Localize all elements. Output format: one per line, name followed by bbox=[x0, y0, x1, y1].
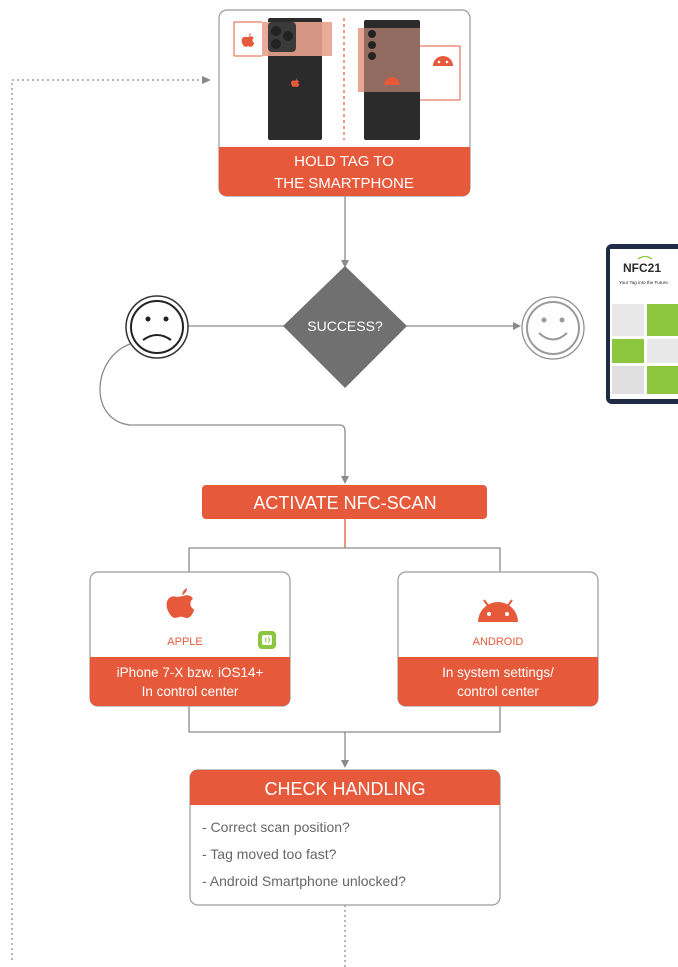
split-bracket bbox=[188, 547, 501, 572]
apple-icon bbox=[166, 588, 195, 618]
android-line-2: control center bbox=[457, 684, 539, 699]
tablet-logo: NFC21 bbox=[623, 261, 661, 275]
apple-title: APPLE bbox=[167, 636, 202, 648]
hold-box-line-2: THE SMARTPHONE bbox=[274, 175, 414, 192]
sad-face-icon bbox=[125, 295, 189, 359]
apple-icon bbox=[241, 33, 255, 47]
android-line-1: In system settings/ bbox=[442, 665, 554, 680]
check-handling-box: CHECK HANDLING - Correct scan position? … bbox=[189, 769, 501, 906]
arrowhead-check bbox=[341, 760, 349, 768]
android-phone-illustration bbox=[358, 20, 461, 140]
android-title: ANDROID bbox=[473, 636, 524, 648]
check-item-2: - Tag moved too fast? bbox=[202, 846, 337, 862]
connector-sad-to-activate bbox=[99, 343, 346, 478]
happy-face-icon bbox=[521, 296, 585, 360]
arrowhead-activate bbox=[341, 476, 349, 484]
loop-back-arrowhead bbox=[202, 76, 211, 84]
apple-line-1: iPhone 7-X bzw. iOS14+ bbox=[117, 665, 264, 680]
apple-line-2: In control center bbox=[142, 684, 239, 699]
android-box: ANDROID In system settings/ control cent… bbox=[397, 571, 599, 707]
hold-tag-box: HOLD TAG TO THE SMARTPHONE bbox=[218, 9, 471, 197]
loop-back-dotted-line bbox=[11, 79, 200, 960]
activate-label: ACTIVATE NFC-SCAN bbox=[253, 493, 436, 513]
activate-nfc-scan-box: ACTIVATE NFC-SCAN bbox=[202, 485, 487, 519]
check-item-3: - Android Smartphone unlocked? bbox=[202, 873, 406, 889]
merge-bracket bbox=[188, 706, 501, 733]
arrowhead-happy bbox=[513, 322, 521, 330]
decision-label: SUCCESS? bbox=[307, 318, 383, 334]
android-small-icon bbox=[433, 56, 453, 66]
tablet-tagline: Your Tag into the Future. bbox=[619, 280, 669, 285]
iphone-illustration bbox=[233, 18, 332, 140]
nfc21-tablet: NFC21 Your Tag into the Future. bbox=[606, 244, 678, 404]
check-title: CHECK HANDLING bbox=[264, 779, 425, 799]
arrowhead-decision bbox=[341, 260, 349, 268]
apple-logo-on-phone-icon bbox=[291, 78, 300, 87]
check-item-1: - Correct scan position? bbox=[202, 819, 350, 835]
decision-diamond: SUCCESS? bbox=[283, 266, 407, 388]
connectors bbox=[11, 76, 521, 967]
android-icon bbox=[478, 599, 518, 622]
android-logo-on-phone-icon bbox=[384, 77, 400, 85]
nfc-icon bbox=[258, 631, 276, 649]
apple-box: APPLE iPhone 7-X bzw. iOS14+ In control … bbox=[89, 571, 291, 707]
hold-box-line-1: HOLD TAG TO bbox=[294, 153, 394, 170]
